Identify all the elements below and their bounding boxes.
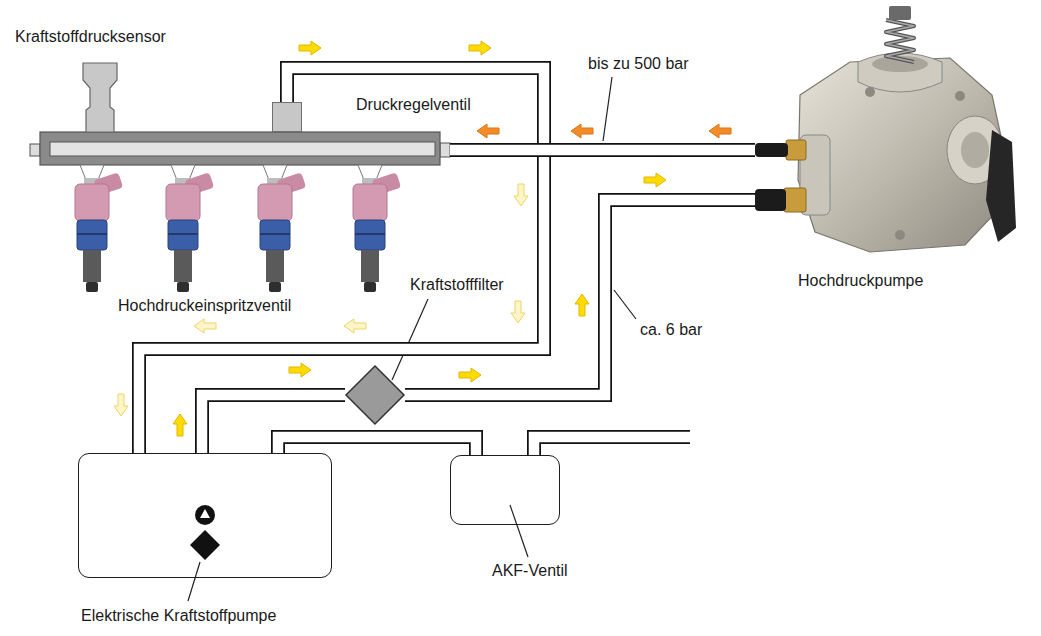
flow-arrow xyxy=(114,394,128,416)
injector-tip xyxy=(86,282,98,292)
injector-band xyxy=(168,220,198,250)
part-label: AKF-Ventil xyxy=(492,562,568,580)
high-pressure-pump: Hochdruckpumpe xyxy=(755,10,1017,256)
flow-arrow xyxy=(299,41,321,55)
pump-drawing xyxy=(755,6,1016,252)
injector-body xyxy=(166,184,200,221)
pump-bolt xyxy=(955,91,965,101)
flow-arrow xyxy=(644,173,666,187)
injector-band xyxy=(77,220,107,250)
injector-nozzle xyxy=(266,250,284,282)
part-label: Kraftstofffilter xyxy=(410,276,504,294)
fuel-rail-drawing xyxy=(30,132,450,165)
leader-line xyxy=(188,562,200,601)
injector-tip xyxy=(269,282,281,292)
fuel-rail: Hochdruckeinspritzventil xyxy=(30,132,450,165)
rail-end-cap xyxy=(30,144,40,156)
vent-pipe-inner xyxy=(534,437,690,455)
injector-drawing xyxy=(258,165,306,292)
pump-diamond-symbol xyxy=(190,530,220,560)
injector-band xyxy=(355,220,385,250)
injector-ring xyxy=(260,233,290,235)
part-label: Elektrische Kraftstoffpumpe xyxy=(81,607,276,625)
flow-arrow xyxy=(477,124,499,138)
injector-cup xyxy=(171,165,195,180)
injector-nozzle xyxy=(361,250,379,282)
pipe-inner xyxy=(450,145,755,156)
flow-arrow xyxy=(571,124,593,138)
flow-arrow xyxy=(709,124,731,138)
pressure-label: ca. 6 bar xyxy=(640,321,702,339)
pipe-inner xyxy=(405,200,755,395)
injector-tip xyxy=(177,282,189,292)
pump-connector xyxy=(986,130,1016,242)
pressure-label: bis zu 500 bar xyxy=(588,55,689,73)
filter-diamond xyxy=(345,365,405,425)
pump-spring xyxy=(886,20,914,62)
vent-pipe-outline xyxy=(534,437,690,455)
injector-nozzle xyxy=(83,250,101,282)
flow-arrow xyxy=(575,294,589,316)
hose-stub xyxy=(755,189,786,211)
flow-arrow xyxy=(459,368,481,382)
hose-stub xyxy=(755,143,788,157)
fuel-pipe xyxy=(450,124,755,150)
injector-cup xyxy=(263,165,287,180)
flow-arrow xyxy=(173,414,187,436)
injector-drawing xyxy=(166,165,214,292)
injector-cup xyxy=(358,165,382,180)
part-label: Druckregelventil xyxy=(356,96,471,114)
leader-line xyxy=(510,505,528,557)
rail-end-cap xyxy=(440,143,450,157)
plunger-cap xyxy=(889,6,911,20)
fuel-filter: Kraftstofffilter xyxy=(345,365,405,425)
part-label: Hochdruckpumpe xyxy=(798,272,923,290)
brass-fitting xyxy=(786,140,806,160)
injector-body xyxy=(75,184,109,221)
pump-bolt xyxy=(895,230,905,240)
injector-ring xyxy=(77,233,107,235)
pump-triangle xyxy=(200,509,210,518)
filter-diamond-outline xyxy=(346,366,404,424)
injector-body xyxy=(353,184,387,221)
part-label: Hochdruckeinspritzventil xyxy=(118,297,291,315)
brass-fitting xyxy=(784,188,806,212)
leader-line xyxy=(603,77,612,141)
pressure-regulator: Druckregelventil xyxy=(272,102,302,132)
fuel-pipe xyxy=(405,173,755,395)
injector-drawing xyxy=(353,165,401,292)
leader-line xyxy=(392,299,428,380)
injector-cup xyxy=(80,165,104,180)
injector-nozzle xyxy=(174,250,192,282)
rail-body xyxy=(40,132,440,165)
injector-ring xyxy=(168,233,198,235)
pipe-outline xyxy=(450,143,755,157)
flow-arrow xyxy=(344,319,366,333)
rail-channel xyxy=(50,142,435,156)
injector-body xyxy=(258,184,292,221)
flow-arrow xyxy=(511,301,525,323)
part-label: Kraftstoffdrucksensor xyxy=(15,28,166,46)
injector-tip xyxy=(364,282,376,292)
injector-band xyxy=(260,220,290,250)
pump-spring-highlight xyxy=(886,20,914,62)
flow-arrow xyxy=(469,41,491,55)
flow-arrow xyxy=(289,363,311,377)
fuel-tank: Elektrische Kraftstoffpumpe xyxy=(78,453,332,578)
pump-bolt xyxy=(865,87,875,97)
flow-arrow xyxy=(194,319,216,333)
injector-drawing xyxy=(75,165,123,292)
pressure-sensor-symbol xyxy=(83,63,117,132)
flow-arrow xyxy=(514,184,528,206)
pipe-outline xyxy=(405,200,755,395)
pump-boss-inner xyxy=(961,132,989,168)
akf-valve: AKF-Ventil xyxy=(450,455,560,525)
injector-ring xyxy=(355,233,385,235)
leader-line xyxy=(614,290,636,319)
pump-motor-symbol xyxy=(195,505,215,525)
